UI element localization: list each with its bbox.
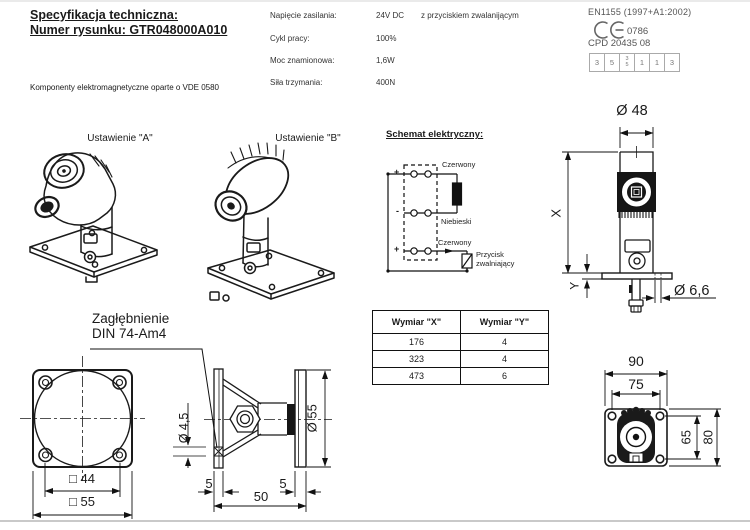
wire-label-red-bottom: Czerwony [438, 238, 472, 247]
dim-square-44: □ 44 [69, 471, 95, 486]
spec-value-duty: 100% [376, 34, 397, 43]
spec-label-duty: Cykl pracy: [270, 34, 310, 43]
dim-5-right: 5 [279, 476, 287, 491]
table-cell-y: 6 [460, 367, 549, 385]
table-cell-y: 4 [460, 350, 549, 368]
classification-cell: 5 [605, 53, 620, 72]
table-row: 323 4 [372, 350, 549, 368]
spec-label-power: Moc znamionowa: [270, 56, 335, 65]
classification-cell: 3 [665, 53, 680, 72]
terminal-plus-top: + [394, 167, 400, 177]
front-view-drawing [601, 146, 673, 313]
spec-value-force: 400N [376, 78, 396, 87]
sheet-title: Specyfikacja techniczna: [30, 8, 178, 22]
classification-digit: 5 [625, 61, 629, 68]
classification-digit: 3 [625, 56, 629, 62]
vde-note: Komponenty elektromagnetyczne oparte o V… [30, 83, 220, 92]
dimension-lines [32, 127, 721, 519]
spec-label-force: Siła trzymania: [270, 78, 323, 87]
wire-label-red-top: Czerwony [442, 160, 476, 169]
classification-digit: 1 [639, 58, 645, 67]
dim-5-left: 5 [205, 476, 213, 491]
dim-90: 90 [628, 353, 644, 369]
dim-y-label: Y [567, 281, 582, 290]
recess-note-line1: Zagłębnienie [92, 311, 170, 326]
cpd-number: CPD 20435 08 [588, 38, 651, 49]
dim-75: 75 [628, 376, 644, 392]
wire-label-blue: Niebieski [441, 217, 472, 226]
dim-65: 65 [678, 430, 694, 445]
table-cell-x: 473 [372, 367, 461, 385]
classification-cell: 1 [635, 53, 650, 72]
spec-extra-voltage: z przyciskiem zwalanijącym [421, 11, 519, 20]
classification-digit: 5 [609, 58, 615, 67]
table-header-y: Wymiar "Y" [460, 310, 549, 334]
dim-50: 50 [253, 489, 269, 504]
dim-dia-6-6: Ø 6,6 [674, 283, 710, 299]
release-button-label-line2: zwalniający [476, 259, 515, 268]
dim-dia-48: Ø 48 [616, 103, 648, 119]
ce-number: 0786 [627, 26, 649, 37]
table-cell-x: 323 [372, 350, 461, 368]
table-row: 473 6 [372, 367, 549, 385]
classification-digit: 3 [594, 58, 600, 67]
side-view-drawing [204, 368, 332, 469]
spec-label-voltage: Napięcie zasilania: [270, 11, 337, 20]
iso-view-a-caption: Ustawienie "A" [87, 133, 153, 144]
dim-80: 80 [700, 430, 716, 445]
recess-note-line2: DIN 74-Am4 [92, 326, 167, 341]
terminal-plus-bottom: + [394, 244, 400, 254]
iso-view-b-drawing [207, 142, 335, 302]
terminal-minus: - [396, 206, 399, 216]
iso-view-a-drawing [29, 152, 158, 283]
dim-x-label: X [548, 208, 564, 218]
spec-value-power: 1,6W [376, 56, 395, 65]
release-button-label-line1: Przycisk [476, 250, 504, 259]
classification-digit: 1 [654, 58, 660, 67]
classification-code: 3 5 3 5 1 1 3 [589, 53, 680, 72]
classification-digit: 3 [669, 58, 675, 67]
classification-cell: 3 5 [620, 53, 635, 72]
schematic-drawing [386, 164, 473, 273]
spec-value-voltage: 24V DC [376, 11, 405, 20]
classification-cell: 1 [650, 53, 665, 72]
dim-dia-55: Ø 55 [304, 404, 320, 433]
rear-view-drawing [604, 406, 668, 467]
ce-mark-icon [594, 21, 624, 39]
dim-dia-4-5: Ø 4,5 [177, 412, 191, 444]
dimension-table: Wymiar "X" Wymiar "Y" 176 4 323 4 473 6 [372, 310, 549, 385]
classification-cell: 3 [589, 53, 605, 72]
drawing-number: Numer rysunku: GTR048000A010 [30, 23, 228, 37]
table-cell-x: 176 [372, 333, 461, 351]
table-row: 176 4 [372, 333, 549, 351]
standard-reference: EN1155 (1997+A1:2002) [588, 7, 692, 17]
iso-view-b-caption: Ustawienie "B" [275, 133, 341, 144]
dim-square-55: □ 55 [69, 494, 95, 509]
schematic-title: Schemat elektryczny: [386, 129, 484, 140]
table-header-x: Wymiar "X" [372, 310, 461, 334]
plate-front-view-drawing [20, 356, 145, 481]
table-cell-y: 4 [460, 333, 549, 351]
